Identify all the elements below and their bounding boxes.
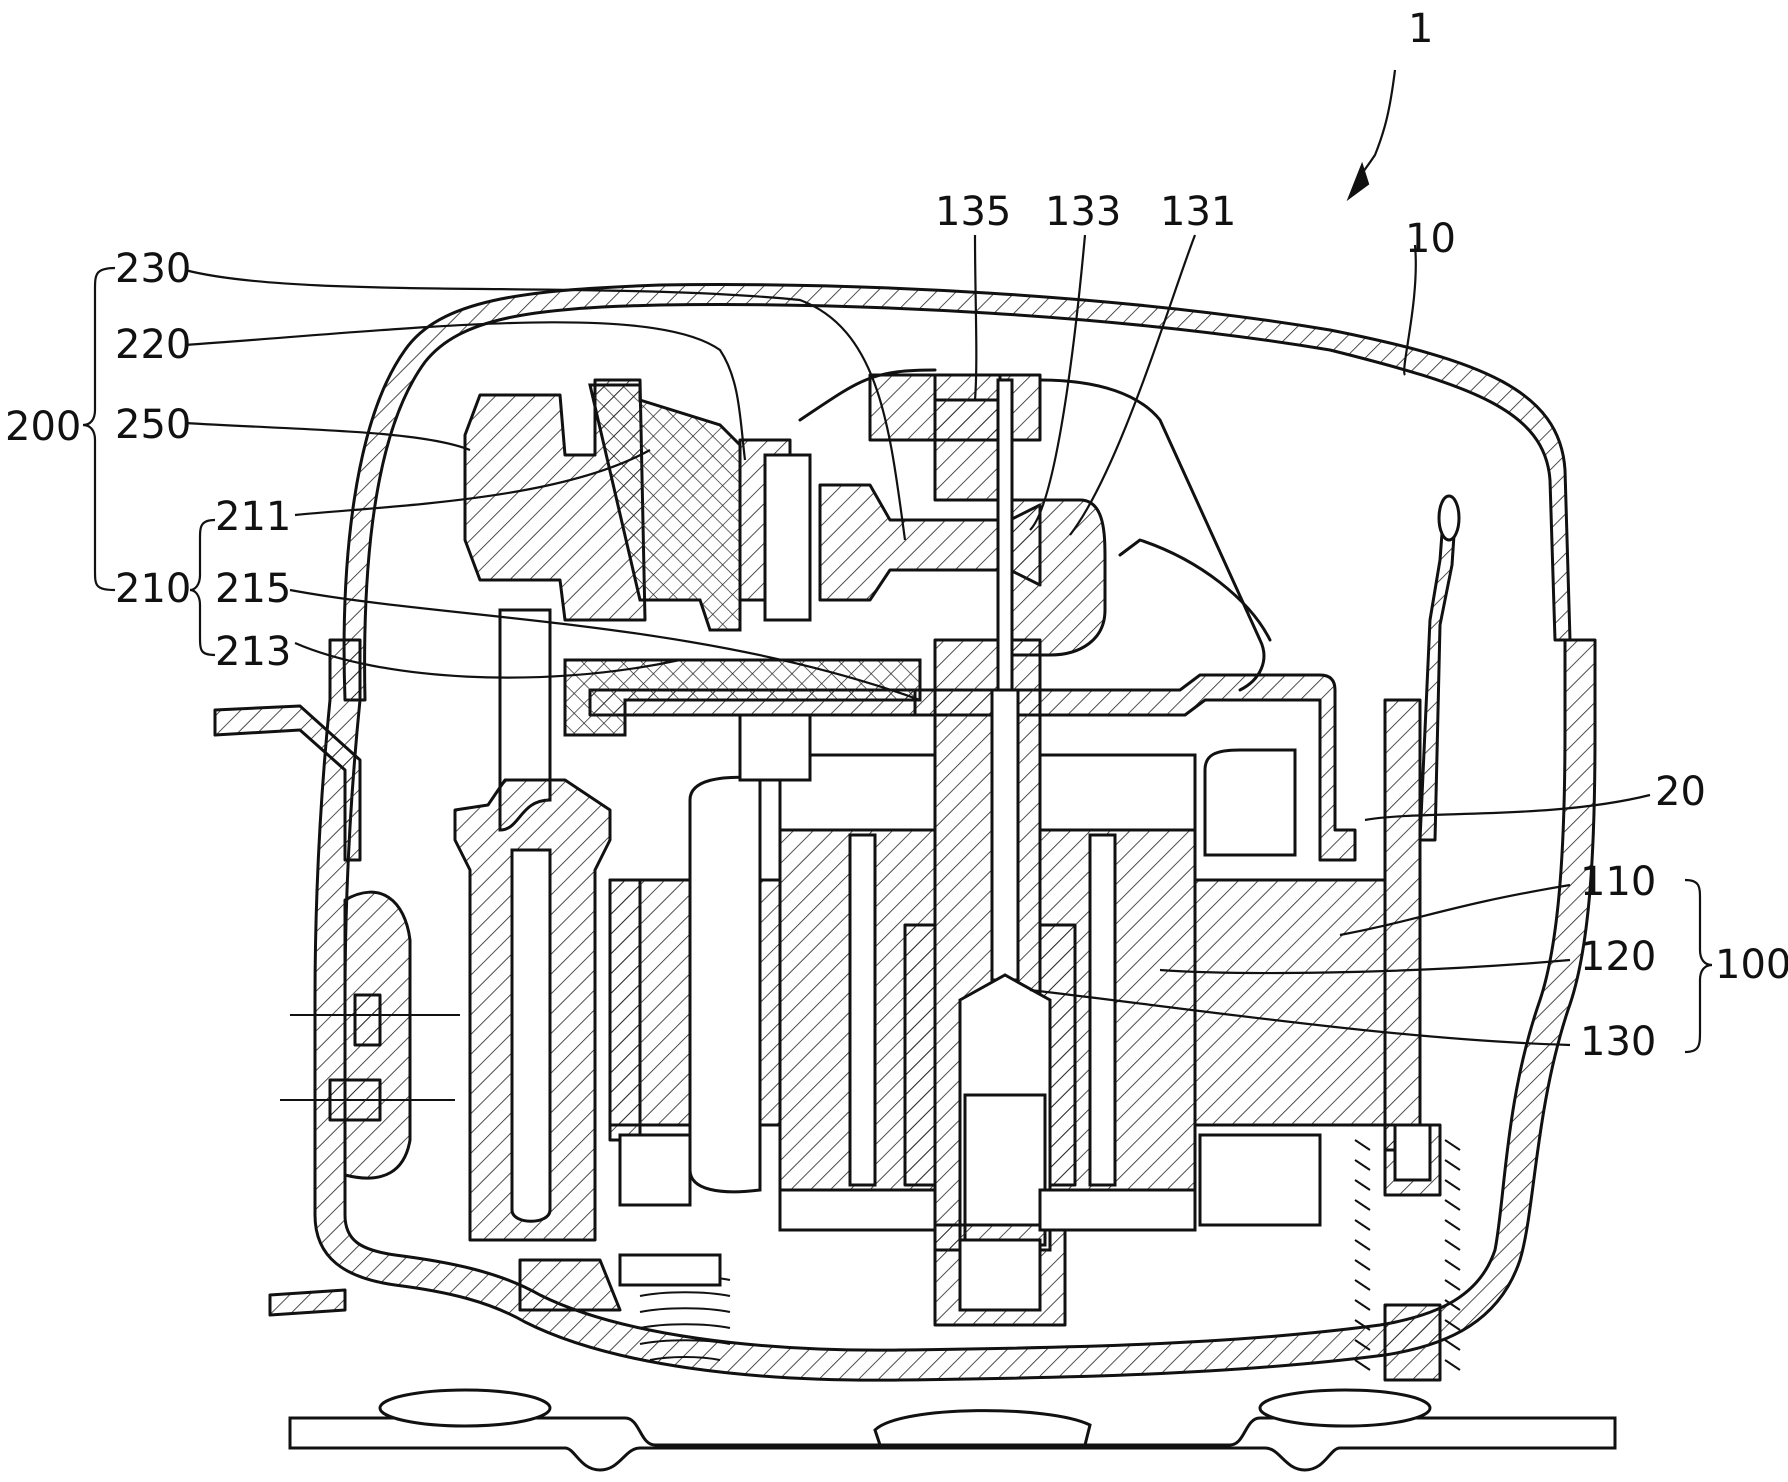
label-110: 110 xyxy=(1580,859,1656,905)
label-200: 200 xyxy=(5,404,81,450)
label-215: 215 xyxy=(215,566,291,612)
label-210: 210 xyxy=(115,566,191,612)
label-135: 135 xyxy=(935,189,1011,235)
valve-cap xyxy=(520,1255,720,1310)
label-220: 220 xyxy=(115,322,191,368)
label-10: 10 xyxy=(1405,216,1456,262)
label-211: 211 xyxy=(215,494,291,540)
label-100: 100 xyxy=(1715,942,1788,988)
base-plate xyxy=(290,1390,1615,1470)
label-230: 230 xyxy=(115,246,191,292)
label-120: 120 xyxy=(1580,934,1656,980)
discharge-tube xyxy=(1420,496,1459,840)
label-20: 20 xyxy=(1655,769,1706,815)
label-213: 213 xyxy=(215,629,291,675)
label-1: 1 xyxy=(1408,6,1433,52)
label-133: 133 xyxy=(1045,189,1121,235)
terminal-cover xyxy=(280,892,460,1178)
cylinder-block xyxy=(465,370,1270,735)
label-250: 250 xyxy=(115,402,191,448)
label-131: 131 xyxy=(1160,189,1236,235)
label-130: 130 xyxy=(1580,1019,1656,1065)
